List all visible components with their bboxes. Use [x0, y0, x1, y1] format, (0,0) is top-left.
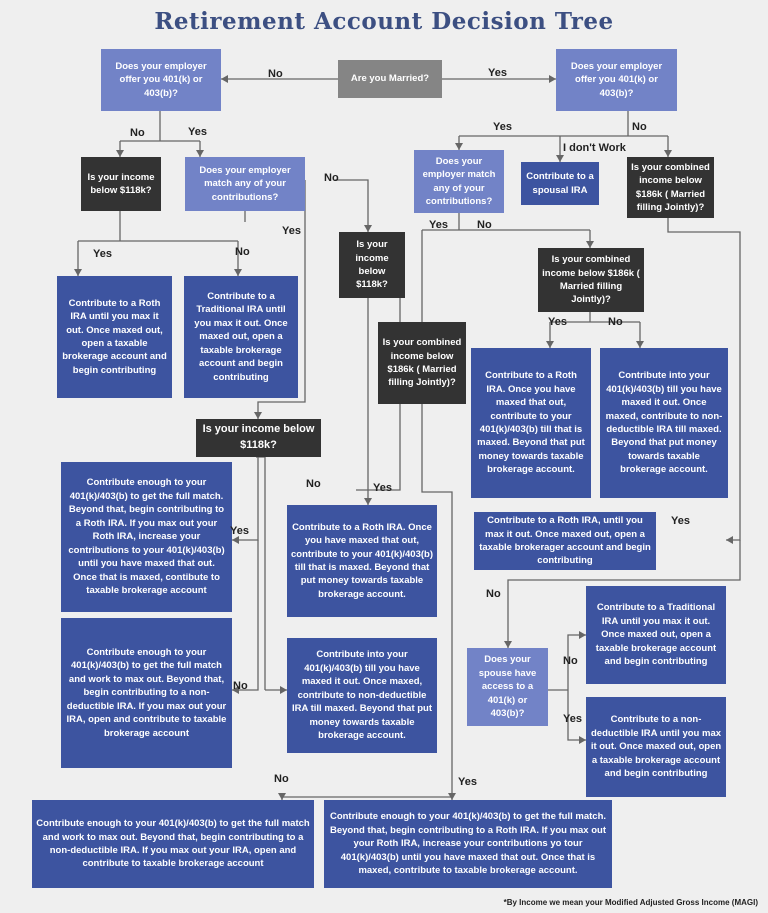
edge-label-no: No: [608, 316, 623, 328]
spousal-ira-answer: Contribute to a spousal IRA: [521, 162, 599, 205]
edge-label-yes: Yes: [563, 713, 582, 725]
edge-label-yes: Yes: [188, 126, 207, 138]
married-noemployer-roth-answer: Contribute to a Roth IRA, until you max …: [474, 512, 656, 570]
edge-label-yes: Yes: [671, 515, 690, 527]
married-match-question: Does your employer match any of your con…: [414, 150, 504, 213]
married-employer-offer-question: Does your employer offer you 401(k) or 4…: [556, 49, 677, 111]
spouse-access-question: Does your spouse have access to a 401(k)…: [467, 648, 548, 726]
single-traditional-ira-answer: Contribute to a Traditional IRA until yo…: [184, 276, 298, 398]
edge-label-yes: Yes: [548, 316, 567, 328]
married-question: Are you Married?: [338, 60, 442, 98]
married-nomatch-roth-answer: Contribute to a Roth IRA. Once you have …: [471, 348, 591, 498]
edge-label-dont-work: I don't Work: [563, 142, 626, 154]
edge-label-no: No: [268, 68, 283, 80]
edge-label-no: No: [235, 246, 250, 258]
married-nomatch-income-question: Is your combined income below $186k ( Ma…: [538, 248, 644, 312]
edge-label-no: No: [632, 121, 647, 133]
single-nomatch-roth-answer: Contribute to a Roth IRA. Once you have …: [287, 505, 437, 617]
married-match-income-question: Is your combined income below $186k ( Ma…: [378, 322, 466, 404]
single-income-question-3: Is your income below $118k?: [196, 419, 321, 457]
edge-label-no: No: [130, 127, 145, 139]
single-roth-ira-answer: Contribute to a Roth IRA until you max i…: [57, 276, 172, 398]
single-nomatch-nondeductible-answer: Contribute into your 401(k)/403(b) till …: [287, 638, 437, 753]
single-employer-offer-question: Does your employer offer you 401(k) or 4…: [101, 49, 221, 111]
edge-label-no: No: [477, 219, 492, 231]
married-match-roth-answer: Contribute enough to your 401(k)/403(b) …: [324, 800, 612, 888]
edge-label-yes: Yes: [429, 219, 448, 231]
single-match-roth-answer: Contribute enough to your 401(k)/403(b) …: [61, 462, 232, 612]
footnote: *By Income we mean your Modified Adjuste…: [503, 898, 758, 907]
single-income-question-1: Is your income below $118k?: [81, 157, 161, 211]
edge-label-no: No: [274, 773, 289, 785]
edge-label-yes: Yes: [373, 482, 392, 494]
married-noemployer-income-question: Is your combined income below $186k ( Ma…: [627, 157, 714, 218]
married-traditional-ira-answer: Contribute to a Traditional IRA until yo…: [586, 586, 726, 684]
single-match-nondeductible-answer: Contribute enough to your 401(k)/403(b) …: [61, 618, 232, 768]
edge-label-yes: Yes: [230, 525, 249, 537]
married-match-nondeductible-answer: Contribute enough to your 401(k)/403(b) …: [32, 800, 314, 888]
edge-label-yes: Yes: [93, 248, 112, 260]
edge-label-no: No: [486, 588, 501, 600]
married-nondeductible-ira-answer: Contribute to a non-deductible IRA until…: [586, 697, 726, 797]
edge-label-yes: Yes: [282, 225, 301, 237]
edge-label-no: No: [563, 655, 578, 667]
page-title: Retirement Account Decision Tree: [154, 8, 614, 35]
edge-label-yes: Yes: [493, 121, 512, 133]
married-nomatch-nondeductible-answer: Contribute into your 401(k)/403(b) till …: [600, 348, 728, 498]
edge-label-yes: Yes: [458, 776, 477, 788]
single-match-question: Does your employer match any of your con…: [185, 157, 305, 211]
edge-label-no: No: [233, 680, 248, 692]
edge-label-no: No: [306, 478, 321, 490]
edge-label-yes: Yes: [488, 67, 507, 79]
edge-label-no: No: [324, 172, 339, 184]
single-income-question-2: Is your income below $118k?: [339, 232, 405, 298]
